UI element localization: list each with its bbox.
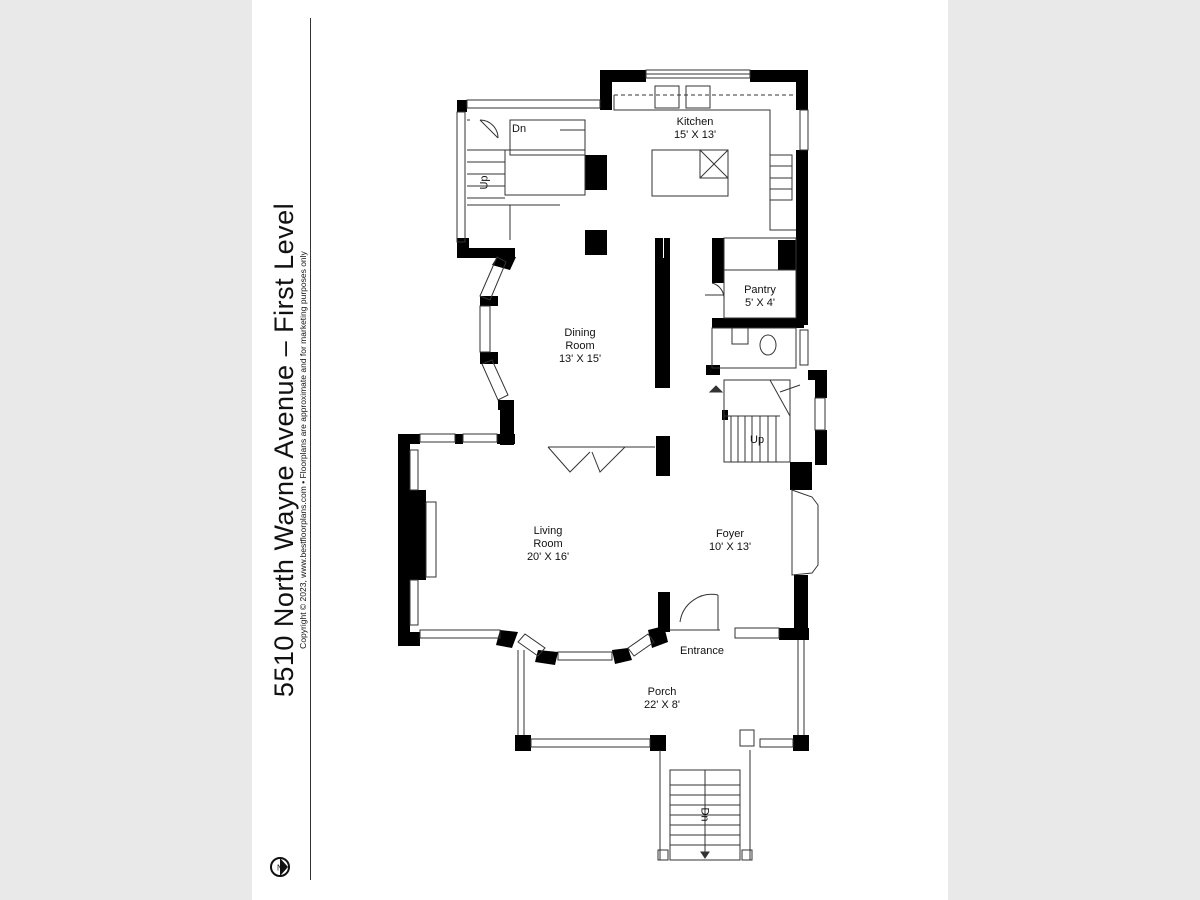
room-kitchen-name: Kitchen (676, 116, 714, 128)
room-porch-name: Porch (647, 686, 677, 698)
room-living-name-2: Room (533, 538, 563, 550)
room-pantry-size: 5' X 4' (745, 297, 775, 309)
room-dining-size: 13' X 15' (558, 353, 602, 365)
room-foyer-name: Foyer (715, 528, 745, 540)
room-dining-name-1: Dining (564, 327, 596, 339)
room-foyer: Foyer 10' X 13' (700, 528, 760, 554)
interior-lines (409, 69, 826, 861)
room-entrance: Entrance (672, 645, 732, 658)
porch-stair-down-label: Dn (698, 807, 711, 822)
north-arrow-icon: N (270, 857, 290, 877)
room-pantry: Pantry 5' X 4' (730, 284, 790, 310)
room-porch: Porch 22' X 8' (632, 686, 692, 712)
room-pantry-name: Pantry (744, 284, 776, 296)
room-living: Living Room 20' X 16' (518, 525, 578, 564)
room-dining: Dining Room 13' X 15' (550, 327, 610, 366)
front-stair-up-label: Up (750, 434, 765, 446)
room-kitchen: Kitchen 15' X 13' (665, 116, 725, 142)
room-entrance-name: Entrance (679, 645, 725, 657)
room-living-name-1: Living (533, 525, 563, 537)
title-divider (310, 18, 311, 880)
room-kitchen-size: 15' X 13' (673, 129, 717, 141)
north-label: N (277, 864, 283, 873)
exterior-walls (398, 70, 827, 751)
room-living-size: 20' X 16' (526, 551, 570, 563)
room-porch-size: 22' X 8' (643, 699, 680, 711)
floorplan-sheet (252, 0, 948, 900)
back-stair-down-label: Dn (512, 123, 527, 135)
back-stair-up-label: Up (478, 175, 491, 190)
room-foyer-size: 10' X 13' (708, 541, 752, 553)
room-dining-name-2: Room (565, 340, 595, 352)
